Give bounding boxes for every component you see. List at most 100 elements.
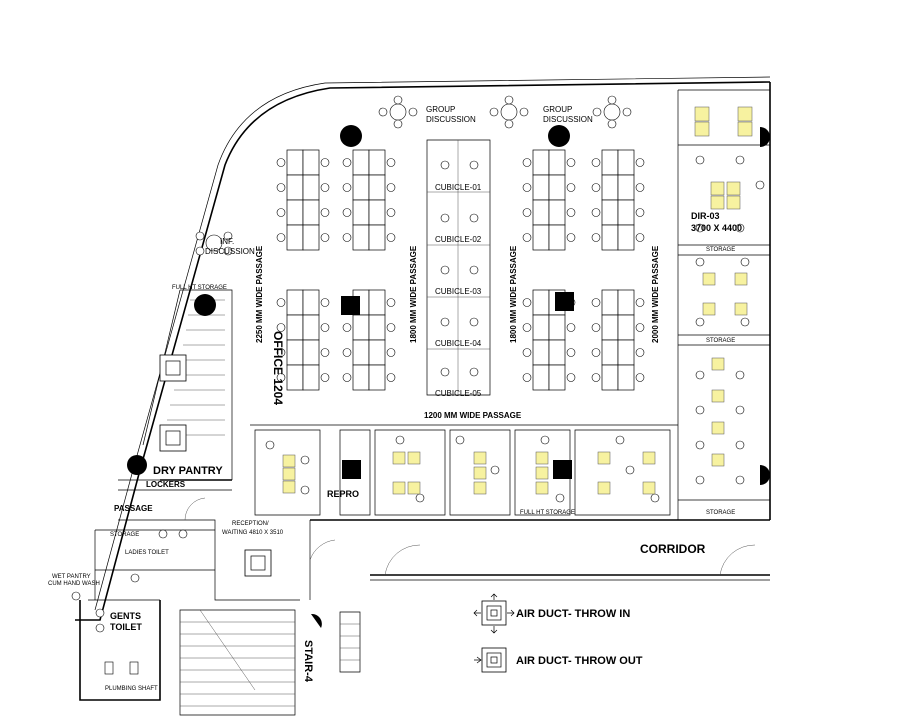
desk — [368, 364, 386, 391]
chair — [735, 440, 745, 450]
chair — [740, 317, 750, 327]
cubicle-01-label: CUBICLE-01 — [435, 183, 482, 192]
chair — [320, 298, 330, 307]
building-shell — [75, 76, 771, 716]
desk — [368, 199, 386, 226]
full-ht-storage-top-label: FULL HT STORAGE — [172, 285, 227, 291]
chair — [695, 370, 705, 380]
desk — [617, 314, 635, 341]
chair — [522, 233, 532, 242]
chair — [342, 183, 352, 192]
desk — [352, 149, 370, 176]
chair — [522, 348, 532, 357]
chair — [415, 493, 425, 503]
passage-label: PASSAGE — [114, 504, 153, 513]
desk — [601, 174, 619, 201]
gents-toilet-label: GENTS — [110, 611, 141, 621]
passage-2000-label: 2000 MM WIDE PASSAGE — [651, 245, 660, 343]
chair — [342, 233, 352, 242]
chair — [635, 323, 645, 332]
desk — [368, 224, 386, 251]
chair — [735, 475, 745, 485]
chair — [695, 405, 705, 415]
desk — [617, 199, 635, 226]
chair — [395, 435, 405, 445]
desk — [302, 149, 320, 176]
chair — [320, 233, 330, 242]
chair — [566, 183, 576, 192]
desk — [352, 199, 370, 226]
chair — [695, 317, 705, 327]
storage-label-2: STORAGE — [706, 338, 735, 344]
desk — [286, 314, 304, 341]
structural-columns — [127, 125, 770, 628]
desk — [601, 364, 619, 391]
desk — [302, 224, 320, 251]
wet-pantry-label-b: CUM HAND WASH — [48, 581, 100, 587]
desk — [352, 314, 370, 341]
chair — [566, 373, 576, 382]
desk — [601, 149, 619, 176]
chair — [440, 160, 450, 170]
passage-1200-label: 1200 MM WIDE PASSAGE — [424, 411, 522, 420]
desk — [368, 339, 386, 366]
desk — [532, 174, 550, 201]
air-duct-throw-out-icon — [474, 647, 507, 673]
chair — [522, 373, 532, 382]
desk — [601, 314, 619, 341]
storage-label-3: STORAGE — [706, 510, 735, 516]
chair — [320, 183, 330, 192]
chair — [615, 435, 625, 445]
chair — [276, 158, 286, 167]
chair — [635, 298, 645, 307]
chair — [342, 348, 352, 357]
chair — [695, 440, 705, 450]
chair — [625, 465, 635, 475]
passage-1800-b-label: 1800 MM WIDE PASSAGE — [509, 245, 518, 343]
air-duct-throw-in-icon — [473, 593, 515, 634]
chair — [276, 233, 286, 242]
chair — [386, 323, 396, 332]
desk — [532, 149, 550, 176]
chair — [276, 208, 286, 217]
chair — [320, 373, 330, 382]
chair — [695, 475, 705, 485]
desk — [548, 364, 566, 391]
cubicle-02-label: CUBICLE-02 — [435, 235, 482, 244]
desk — [617, 289, 635, 316]
chair — [440, 265, 450, 275]
cabin-highlights — [282, 106, 753, 495]
desk — [302, 364, 320, 391]
chair — [740, 257, 750, 267]
chair — [300, 455, 310, 465]
chair — [440, 367, 450, 377]
desk — [368, 174, 386, 201]
chair — [735, 223, 745, 233]
stair-label: STAIR-4 — [302, 640, 314, 683]
chair — [566, 158, 576, 167]
chair — [342, 373, 352, 382]
chair — [635, 208, 645, 217]
desk — [302, 289, 320, 316]
wet-pantry-label: WET PANTRY — [52, 574, 91, 580]
chair — [522, 183, 532, 192]
chair — [635, 158, 645, 167]
chair — [735, 155, 745, 165]
desk — [617, 174, 635, 201]
desk — [548, 199, 566, 226]
chair — [566, 323, 576, 332]
office-title: OFFICE 1204 — [271, 331, 285, 405]
desk — [368, 289, 386, 316]
desk — [352, 174, 370, 201]
chair — [386, 373, 396, 382]
dir-size-label: 3700 X 4400 — [691, 223, 742, 233]
chair — [490, 465, 500, 475]
passage-2250-label: 2250 MM WIDE PASSAGE — [255, 245, 264, 343]
corridor-label: CORRIDOR — [640, 542, 706, 556]
storage-label-4: STORAGE — [110, 532, 139, 538]
desk — [368, 314, 386, 341]
chair — [386, 298, 396, 307]
desk — [286, 339, 304, 366]
chair — [469, 367, 479, 377]
